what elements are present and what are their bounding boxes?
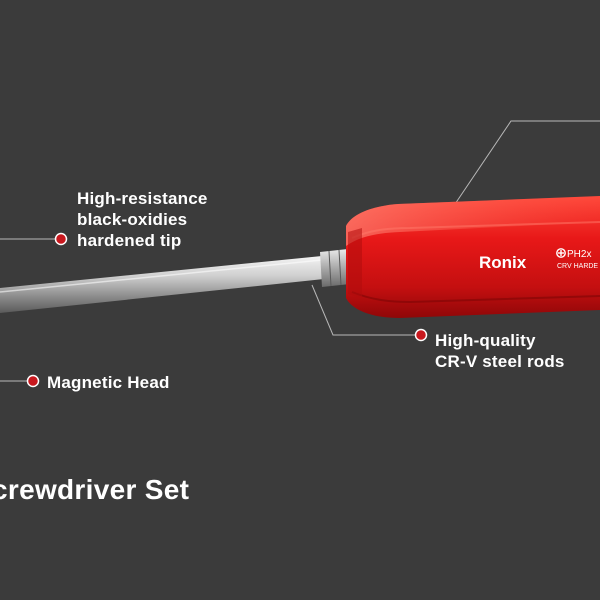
callout-line: hardened tip: [77, 231, 182, 250]
product-title: crewdriver Set: [0, 474, 190, 505]
brand-logo: Ronix: [479, 253, 527, 272]
callout-line: black-oxidies: [77, 210, 188, 229]
rods-leader-line: [311, 284, 416, 336]
phillips-symbol-icon: [556, 248, 566, 258]
screwdriver-shaft: [0, 256, 324, 313]
callout-line: CR-V steel rods: [435, 352, 565, 371]
callout-line: High-resistance: [77, 189, 208, 208]
handle-spec-line2: CRV HARDE: [557, 263, 598, 270]
callout-steel-rods: High-quality CR-V steel rods: [435, 330, 565, 372]
callout-hardened-tip: High-resistance black-oxidies hardened t…: [77, 188, 208, 251]
magnetic-callout-dot: [26, 374, 40, 388]
callout-line: Magnetic Head: [47, 373, 170, 392]
callout-magnetic-head: Magnetic Head: [47, 372, 170, 393]
handle-leader-line: [450, 120, 600, 211]
screwdriver-handle: [346, 196, 600, 318]
handle-print: Ronix PH2x CRV HARDE: [479, 248, 598, 272]
rods-callout-dot: [414, 328, 428, 342]
leader-lines: [0, 120, 600, 382]
callout-dots: [26, 232, 428, 388]
tip-callout-dot: [54, 232, 68, 246]
handle-spec-line1: PH2x: [567, 249, 591, 260]
ferrule: [320, 249, 350, 287]
callout-line: High-quality: [435, 331, 536, 350]
